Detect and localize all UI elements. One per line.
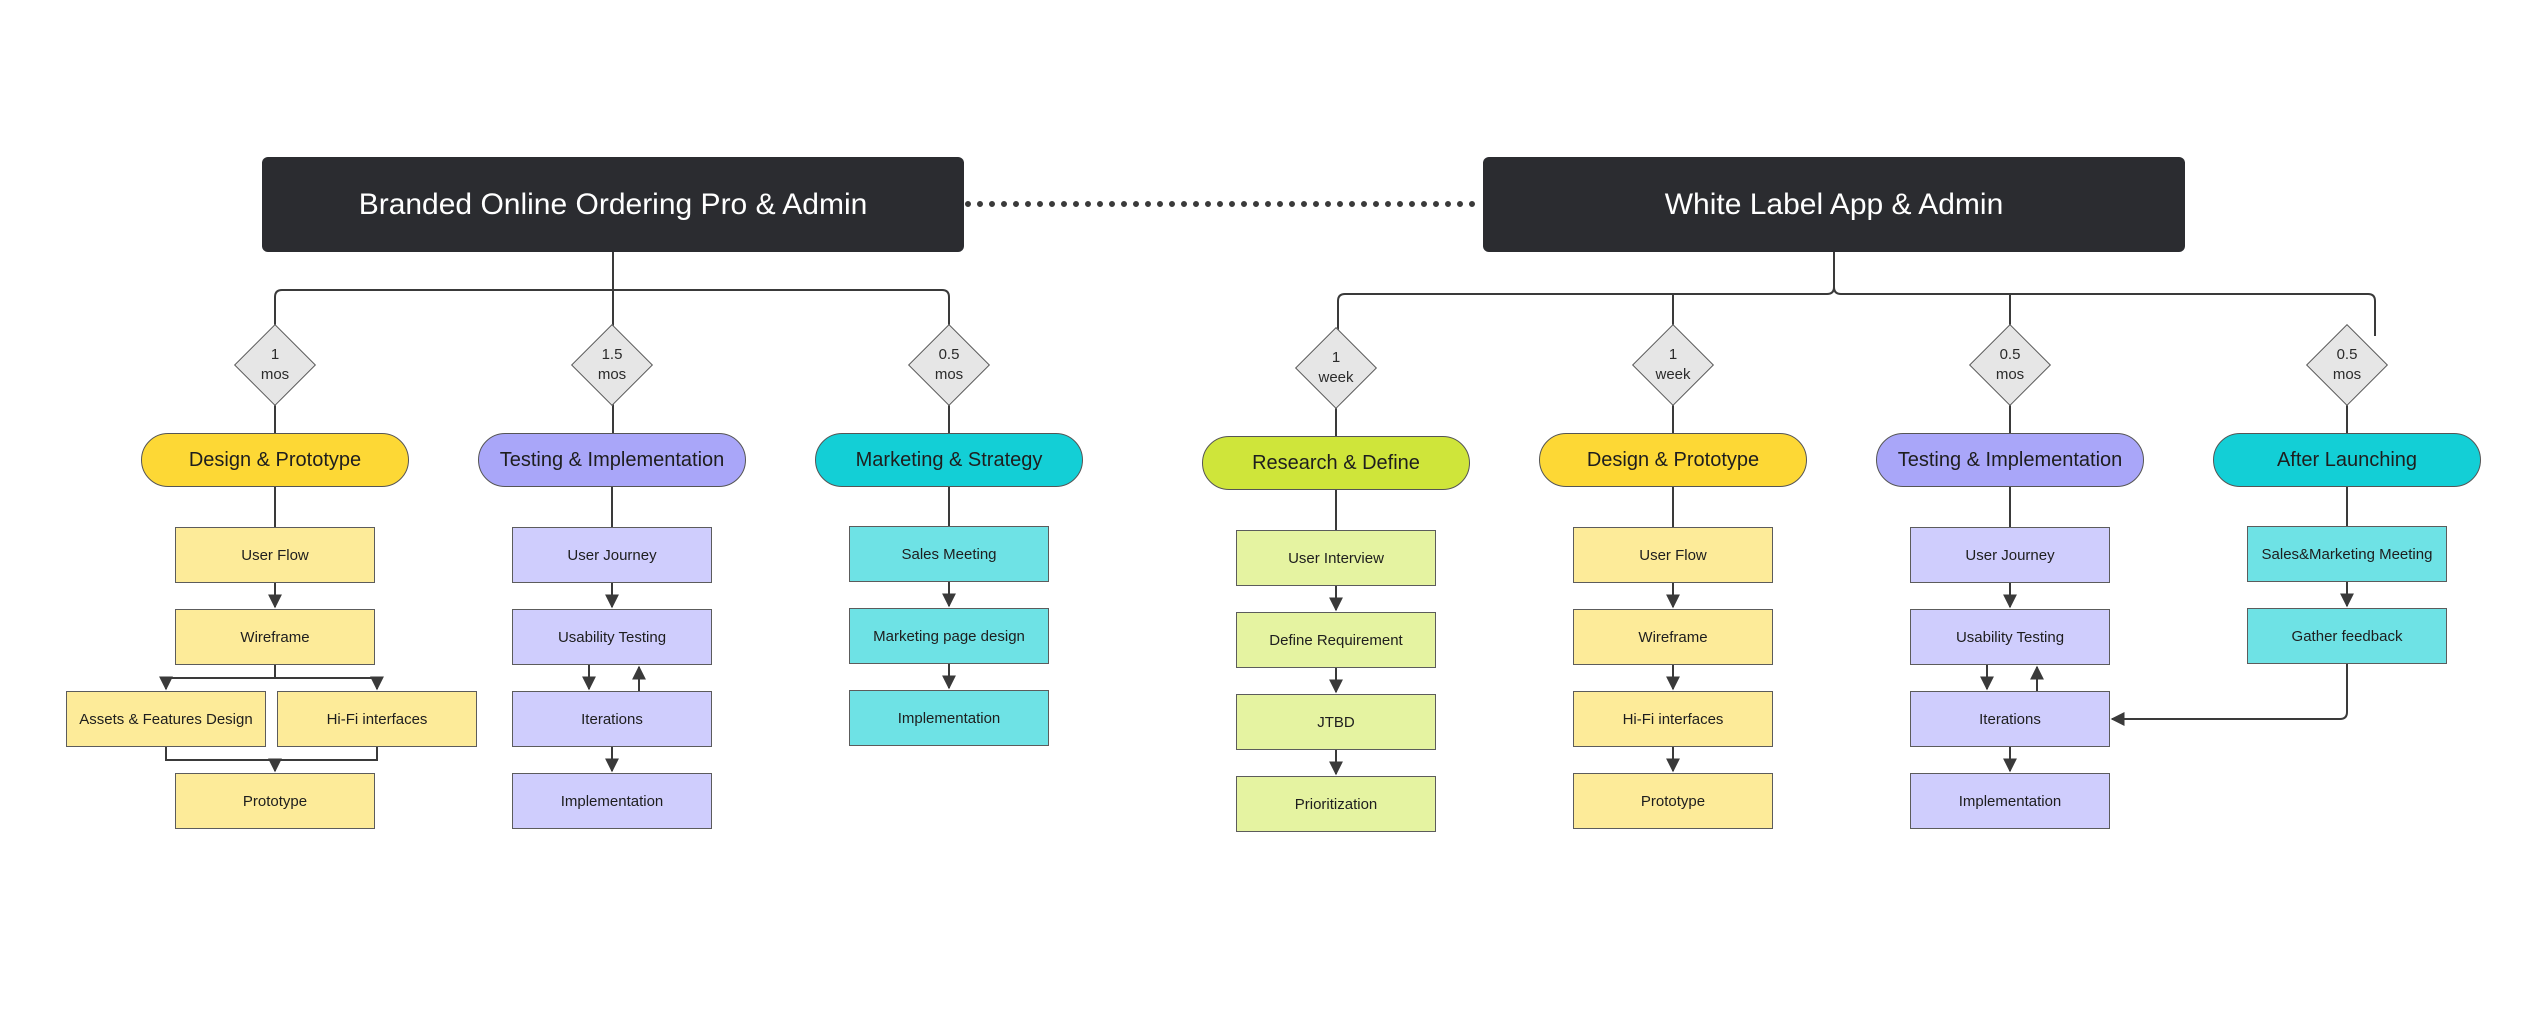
- phase-label: Research & Define: [1252, 451, 1420, 474]
- task-assets-features-design: Assets & Features Design: [66, 691, 266, 747]
- group-header-branded-online-ordering: Branded Online Ordering Pro & Admin: [262, 157, 964, 252]
- phase-testing-implementation: Testing & Implementation: [1876, 433, 2144, 487]
- task-prototype: Prototype: [1573, 773, 1773, 829]
- task-hifi-interfaces: Hi-Fi interfaces: [1573, 691, 1773, 747]
- phase-label: Design & Prototype: [188, 448, 362, 471]
- task-iterations: Iterations: [512, 691, 712, 747]
- phase-research-define: Research & Define: [1202, 436, 1470, 490]
- task-wireframe: Wireframe: [1573, 609, 1773, 665]
- task-gather-feedback: Gather feedback: [2247, 608, 2447, 664]
- task-hifi-interfaces: Hi-Fi interfaces: [277, 691, 477, 747]
- phase-after-launching: After Launching: [2213, 433, 2481, 487]
- task-user-journey: User Journey: [1910, 527, 2110, 583]
- task-define-requirement: Define Requirement: [1236, 612, 1436, 668]
- phase-label: Testing & Implementation: [1897, 448, 2123, 471]
- task-jtbd: JTBD: [1236, 694, 1436, 750]
- task-sales-marketing-meeting: Sales&Marketing Meeting: [2247, 526, 2447, 582]
- task-usability-testing: Usability Testing: [512, 609, 712, 665]
- task-user-interview: User Interview: [1236, 530, 1436, 586]
- phase-label: Design & Prototype: [1586, 448, 1760, 471]
- phase-label: After Launching: [2276, 448, 2418, 471]
- group-title: Branded Online Ordering Pro & Admin: [358, 187, 868, 221]
- group2-branch-connector: [1337, 252, 2376, 339]
- phase-testing-implementation: Testing & Implementation: [478, 433, 746, 487]
- task-implementation: Implementation: [1910, 773, 2110, 829]
- task-user-flow: User Flow: [175, 527, 375, 583]
- task-implementation: Implementation: [849, 690, 1049, 746]
- task-prototype: Prototype: [175, 773, 375, 829]
- phase-design-prototype: Design & Prototype: [1539, 433, 1807, 487]
- task-prioritization: Prioritization: [1236, 776, 1436, 832]
- task-merge-arrow: [165, 747, 378, 771]
- task-user-flow: User Flow: [1573, 527, 1773, 583]
- task-wireframe: Wireframe: [175, 609, 375, 665]
- phase-marketing-strategy: Marketing & Strategy: [815, 433, 1083, 487]
- task-marketing-page-design: Marketing page design: [849, 608, 1049, 664]
- feedback-to-iterations-arrow: [2110, 664, 2348, 726]
- phase-design-prototype: Design & Prototype: [141, 433, 409, 487]
- task-usability-testing: Usability Testing: [1910, 609, 2110, 665]
- phase-label: Testing & Implementation: [499, 448, 725, 471]
- group-title: White Label App & Admin: [1664, 187, 2004, 221]
- phase-label: Marketing & Strategy: [855, 448, 1043, 471]
- task-implementation: Implementation: [512, 773, 712, 829]
- task-iterations: Iterations: [1910, 691, 2110, 747]
- task-sales-meeting: Sales Meeting: [849, 526, 1049, 582]
- task-arrow: [159, 665, 276, 691]
- group-header-white-label-app: White Label App & Admin: [1483, 157, 2185, 252]
- task-user-journey: User Journey: [512, 527, 712, 583]
- task-arrow: [275, 676, 384, 691]
